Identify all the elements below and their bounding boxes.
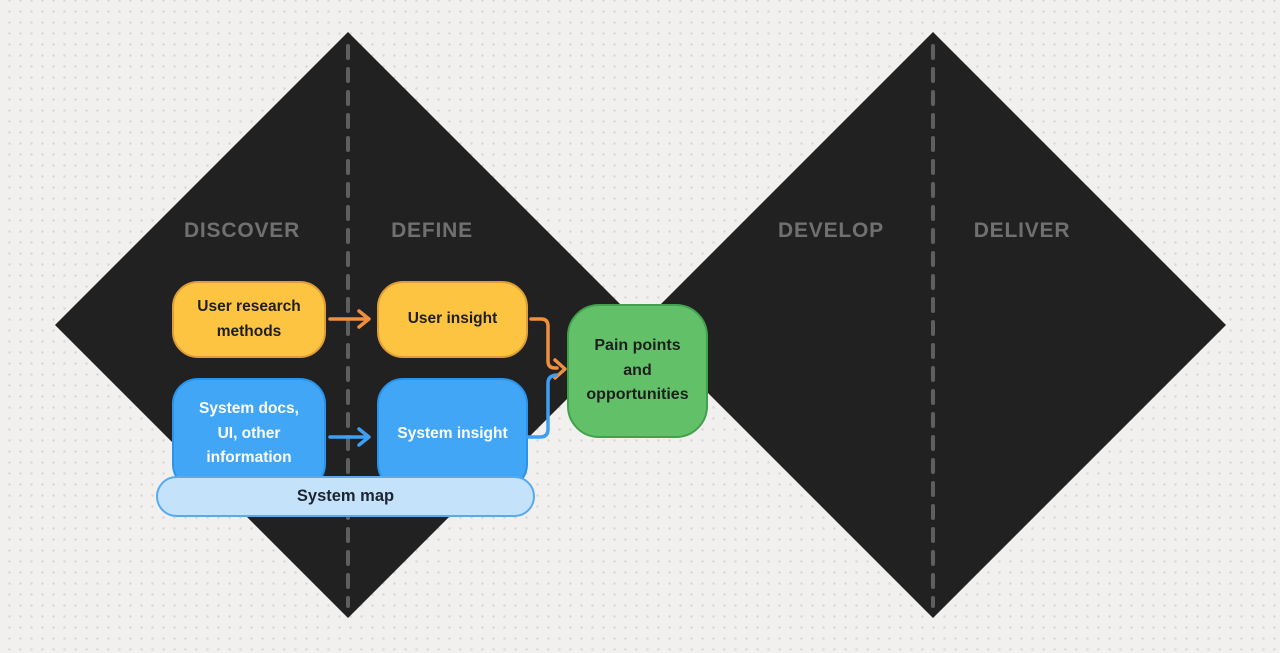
left-diamond bbox=[55, 32, 641, 618]
node-system-docs: System docs, UI, other information bbox=[172, 378, 326, 490]
phase-label-discover: DISCOVER bbox=[183, 219, 301, 242]
node-user-insight: User insight bbox=[377, 281, 528, 358]
connector-system-insight-to-pain-points bbox=[525, 373, 558, 439]
node-user-research-methods: User research methods bbox=[172, 281, 326, 358]
arrow-research-to-user-insight bbox=[328, 309, 371, 329]
phase-label-deliver: DELIVER bbox=[973, 219, 1071, 242]
connector-user-insight-to-pain-points bbox=[529, 317, 567, 380]
arrow-docs-to-system-insight bbox=[328, 427, 371, 447]
right-diamond bbox=[640, 32, 1226, 618]
phase-label-develop: DEVELOP bbox=[778, 219, 884, 242]
node-system-insight: System insight bbox=[377, 378, 528, 490]
node-system-map: System map bbox=[156, 476, 535, 517]
node-pain-points-opportunities: Pain points and opportunities bbox=[567, 304, 708, 438]
phase-label-define: DEFINE bbox=[391, 219, 473, 242]
